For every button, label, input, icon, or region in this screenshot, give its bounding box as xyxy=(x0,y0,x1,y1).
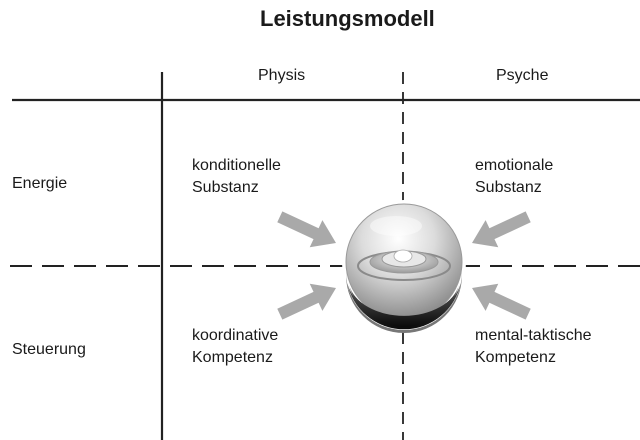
cell-konditionelle-substanz: konditionelle Substanz xyxy=(192,155,372,199)
column-header-psyche: Psyche xyxy=(496,67,549,84)
arrow-bottom-left xyxy=(277,283,336,320)
cell-line: konditionelle xyxy=(192,157,281,174)
arrow-top-left xyxy=(277,211,336,248)
cell-emotionale-substanz: emotionale Substanz xyxy=(475,155,640,199)
cell-line: koordinative xyxy=(192,327,279,344)
page-title: Leistungsmodell xyxy=(260,6,435,31)
arrow-bottom-right xyxy=(472,283,531,320)
cell-koordinative-kompetenz: koordinative Kompetenz xyxy=(192,325,372,369)
cell-line: Kompetenz xyxy=(475,349,556,366)
arrow-top-right xyxy=(472,211,531,248)
cell-line: Kompetenz xyxy=(192,349,273,366)
sphere-icon xyxy=(342,200,466,333)
cell-line: Substanz xyxy=(192,179,259,196)
row-header-energie: Energie xyxy=(12,175,68,192)
column-header-physis: Physis xyxy=(258,67,306,84)
cell-mental-taktische-kompetenz: mental-taktische Kompetenz xyxy=(475,325,640,369)
cell-line: mental-taktische xyxy=(475,327,592,344)
row-header-steuerung: Steuerung xyxy=(12,341,86,358)
cell-line: Substanz xyxy=(475,179,542,196)
cell-line: emotionale xyxy=(475,157,554,174)
